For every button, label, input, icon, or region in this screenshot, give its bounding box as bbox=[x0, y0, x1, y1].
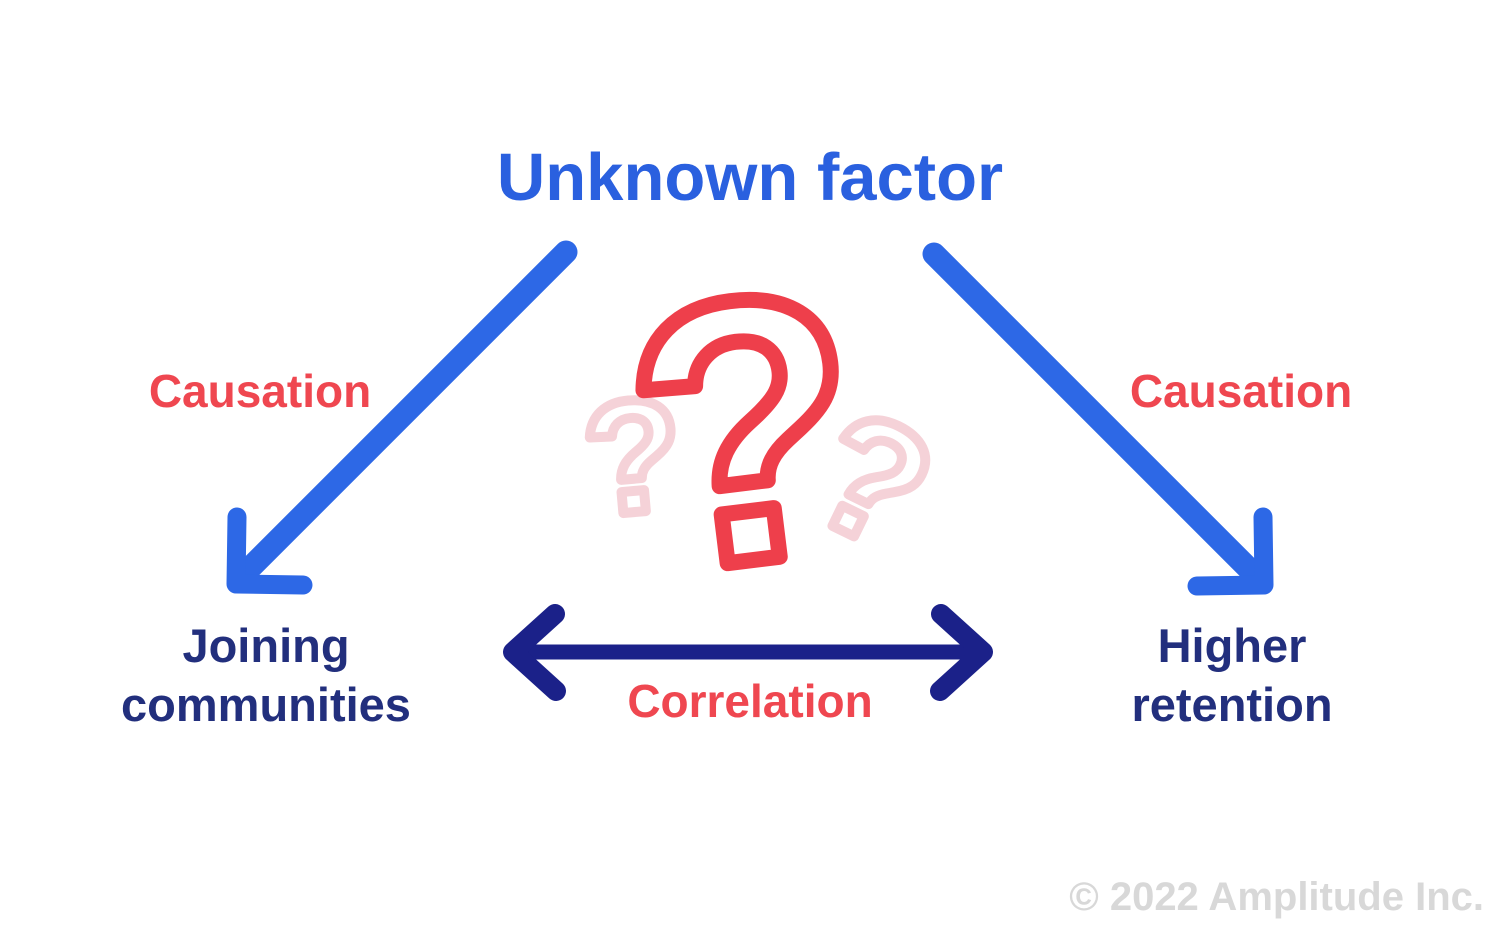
edge-label-causation-right: Causation bbox=[1129, 365, 1353, 417]
arrowhead-icon bbox=[1187, 507, 1274, 596]
causation-arrow-left bbox=[226, 240, 578, 595]
arrowhead-icon bbox=[226, 507, 313, 595]
node-higher-retention-line2: retention bbox=[1131, 678, 1333, 731]
node-joining-communities: Joining communities bbox=[86, 616, 446, 734]
correlation-arrow bbox=[503, 604, 993, 701]
arrow-shaft bbox=[922, 242, 1262, 582]
question-mark-small-left-icon: ? bbox=[577, 363, 690, 550]
node-higher-retention: Higher retention bbox=[1052, 616, 1412, 734]
node-joining-communities-line2: communities bbox=[121, 678, 411, 731]
arrow-shaft bbox=[238, 240, 578, 580]
arrowhead-left-icon bbox=[503, 604, 566, 701]
copyright-notice: © 2022 Amplitude Inc. bbox=[1069, 875, 1484, 919]
edge-label-causation-left: Causation bbox=[148, 365, 372, 417]
arrowhead-right-icon bbox=[930, 604, 993, 701]
node-higher-retention-line1: Higher bbox=[1157, 619, 1307, 672]
question-marks-group: ? ? ? bbox=[572, 203, 966, 660]
edge-label-correlation: Correlation bbox=[627, 675, 873, 727]
causation-arrow-right bbox=[922, 242, 1274, 596]
node-unknown-factor: Unknown factor bbox=[496, 140, 1004, 215]
question-mark-large-icon: ? bbox=[608, 211, 884, 652]
node-joining-communities-line1: Joining bbox=[182, 619, 350, 672]
